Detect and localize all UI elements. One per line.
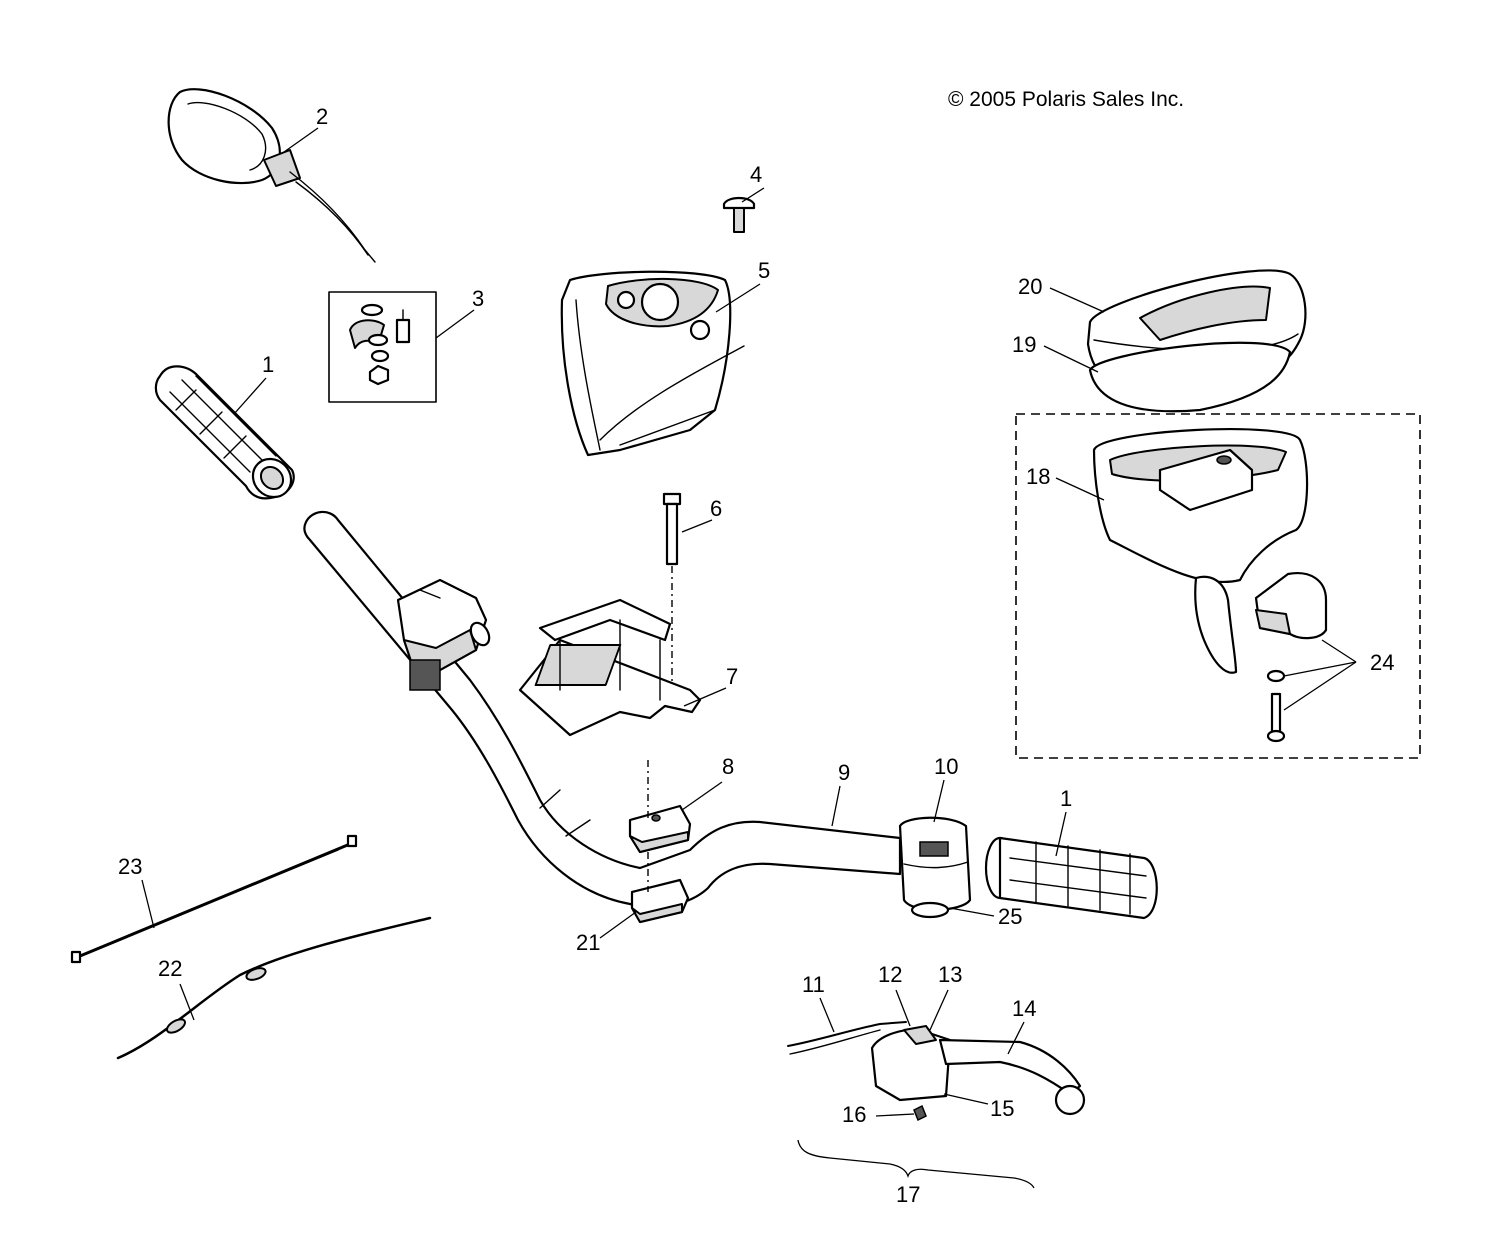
upper-clamp-part: [628, 804, 692, 854]
callout-2: 2: [316, 104, 328, 129]
callout-13: 13: [938, 962, 962, 987]
callout-7: 7: [726, 664, 738, 689]
hardware-kit-part: [328, 291, 437, 403]
callout-8: 8: [722, 754, 734, 779]
callout-12: 12: [878, 962, 902, 987]
callout-4: 4: [750, 162, 762, 187]
callout-6: 6: [710, 496, 722, 521]
mirror-part: [167, 88, 376, 263]
callout-18: 18: [1026, 464, 1050, 489]
bolt-part: [662, 492, 682, 700]
copyright-text: © 2005 Polaris Sales Inc.: [948, 88, 1184, 111]
cable-23-part: [70, 834, 358, 964]
cable-22-part: [116, 916, 432, 1060]
callout-16: 16: [842, 1102, 866, 1127]
diaphragm-part: [1088, 341, 1292, 413]
callout-3: 3: [472, 286, 484, 311]
callout-10: 10: [934, 754, 958, 779]
callout-17: 17: [896, 1182, 920, 1207]
callout-21: 21: [576, 930, 600, 955]
left-grip-part: [154, 365, 295, 500]
master-cylinder-group-box: [1015, 413, 1421, 759]
callout-14: 14: [1012, 996, 1036, 1021]
callout-5: 5: [758, 258, 770, 283]
callout-15: 15: [990, 1096, 1014, 1121]
clamp-24-part: [1254, 572, 1328, 743]
switch-housing-part: [898, 816, 972, 911]
pod-housing-part: [560, 270, 745, 457]
callout-22: 22: [158, 956, 182, 981]
right-grip-part: [984, 836, 1158, 920]
assembly-17-brace: [797, 1139, 1035, 1189]
switch-screw-part: [910, 901, 950, 919]
handlebar-part: [303, 510, 902, 908]
throttle-housing-part: [396, 578, 491, 691]
callout-9: 9: [838, 760, 850, 785]
lower-clamp-part: [630, 878, 690, 924]
callout-1-left: 1: [262, 352, 274, 377]
bracket-plate-part: [518, 598, 702, 737]
screw-part: [722, 196, 756, 233]
callout-11: 11: [802, 972, 825, 997]
callout-1-right: 1: [1060, 786, 1072, 811]
lever-assembly-part: [787, 1021, 1086, 1122]
master-cylinder-part: [1092, 428, 1309, 674]
callout-20: 20: [1018, 274, 1042, 299]
callout-24: 24: [1370, 650, 1394, 675]
callout-19: 19: [1012, 332, 1036, 357]
callout-23: 23: [118, 854, 142, 879]
callout-25: 25: [998, 904, 1022, 929]
